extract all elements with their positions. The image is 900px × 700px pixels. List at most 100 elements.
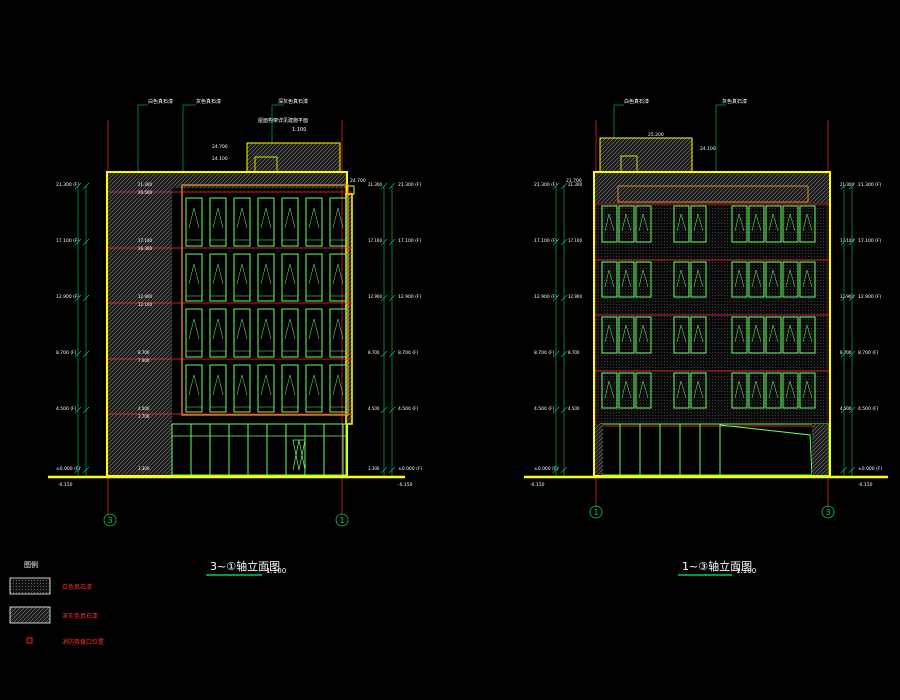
left-axis-bubble-3	[103, 513, 117, 527]
window-opening-mark	[638, 380, 649, 399]
dimension-tick	[388, 350, 396, 358]
level-label-left: 17.100 (F)	[534, 238, 558, 244]
right-ground-level-right: -0.150	[858, 482, 873, 488]
level-label-inner-right: 17.100	[368, 238, 382, 243]
dimension-tick	[552, 294, 560, 302]
level-label-left: 12.900 (F)	[56, 294, 80, 300]
left-roof-top-level: 24.700	[212, 144, 228, 150]
window-opening-mark	[604, 324, 615, 343]
curtain-wall-panel	[281, 253, 299, 302]
level-label-inner-right: 12.900	[368, 294, 382, 299]
left-storefront	[171, 423, 347, 476]
curtain-wall-panel	[209, 364, 227, 413]
dimension-tick	[74, 350, 82, 358]
right-roof-structure	[599, 137, 693, 173]
window-opening-mark	[260, 374, 272, 396]
dimension-tick	[560, 294, 568, 302]
dimension-tick	[552, 466, 560, 474]
dimension-tick	[848, 182, 856, 190]
dimension-tick	[840, 350, 848, 358]
window-panel	[765, 261, 782, 298]
level-label-left: 4.500 (F)	[534, 406, 555, 412]
curtain-wall-panel	[209, 197, 227, 247]
window-panel	[690, 316, 707, 354]
left-roof-note-sub: 1:100	[292, 127, 306, 133]
level-label-left: 8.700 (F)	[56, 350, 77, 356]
curtain-wall-panel	[329, 253, 347, 302]
left-top-label-1: 白色真石漆	[148, 98, 173, 105]
window-opening-mark	[308, 207, 320, 229]
window-panel	[748, 372, 765, 409]
right-roof-top-level: 25.200	[648, 132, 664, 138]
window-opening-mark	[676, 324, 687, 343]
curtain-wall-panel	[233, 308, 251, 358]
level-label-inner-right: 21.300	[840, 182, 854, 187]
right-axis-label-end: 3	[825, 508, 830, 517]
window-opening-mark	[751, 213, 762, 232]
dimension-tick	[74, 238, 82, 246]
dimension-tick	[74, 406, 82, 414]
right-axis-bubble-1	[589, 505, 603, 519]
window-panel	[601, 316, 618, 354]
level-label-right: 8.700 (F)	[858, 350, 879, 356]
curtain-wall-panel	[281, 364, 299, 413]
level-label-right: ±0.000 (F)	[398, 466, 422, 472]
dimension-tick	[388, 238, 396, 246]
window-panel	[782, 372, 799, 409]
window-panel	[673, 372, 690, 409]
level-label-inner-right: 8.700	[368, 350, 380, 355]
level-label-inner: 4.500	[568, 406, 580, 411]
level-label-inner-right: 4.500	[840, 406, 852, 411]
window-opening-mark	[284, 207, 296, 229]
right-top-label-1: 白色真石漆	[624, 98, 649, 105]
right-facade-hatch	[595, 203, 829, 423]
level-label-right: 21.300 (F)	[858, 182, 882, 188]
window-panel	[765, 316, 782, 354]
level-label-right: 17.100 (F)	[858, 238, 882, 244]
level-label-right: 8.700 (F)	[398, 350, 419, 356]
window-opening-mark	[693, 324, 704, 343]
left-dim-lines	[74, 182, 396, 476]
curtain-wall-panel	[305, 364, 323, 413]
left-roof-mid-level: 24.100	[212, 156, 228, 162]
curtain-wall-panel	[257, 364, 275, 413]
dimension-tick	[82, 294, 90, 302]
dimension-tick	[560, 350, 568, 358]
dimension-tick	[840, 466, 848, 474]
left-axis-label-start: 3	[107, 516, 112, 525]
window-opening-mark	[284, 318, 296, 340]
dimension-tick	[552, 406, 560, 414]
window-opening-mark	[802, 269, 813, 288]
curtain-wall-panel	[281, 308, 299, 358]
legend-fire-rescue-icon	[26, 637, 33, 644]
dimension-tick	[848, 350, 856, 358]
window-opening-mark	[236, 263, 248, 285]
left-axis-label-end: 1	[339, 516, 344, 525]
window-opening-mark	[188, 263, 200, 285]
legend-label-1: 白色真石漆	[62, 583, 92, 591]
curtain-wall-panel	[233, 364, 251, 413]
window-panel	[673, 261, 690, 298]
level-label-inner-right: 4.500	[368, 406, 380, 411]
left-roof-note: 屋面构架详见建施平面	[258, 117, 308, 124]
right-window-grid	[601, 205, 816, 409]
right-parapet	[595, 173, 829, 203]
window-opening-mark	[785, 213, 796, 232]
right-axis-label-start: 1	[593, 508, 598, 517]
window-panel	[782, 205, 799, 243]
dimension-tick	[74, 182, 82, 190]
right-top-level: 21.700	[566, 178, 582, 184]
window-opening-mark	[260, 263, 272, 285]
right-parapet-band	[617, 185, 809, 203]
window-panel	[635, 205, 652, 243]
level-label-inner: 21.300	[138, 182, 152, 187]
level-label-left: 4.500 (F)	[56, 406, 77, 412]
dimension-tick	[552, 350, 560, 358]
window-opening-mark	[332, 374, 344, 396]
curtain-wall-panel	[185, 308, 203, 358]
window-opening-mark	[308, 318, 320, 340]
window-panel	[799, 316, 816, 354]
window-panel	[601, 372, 618, 409]
window-opening-mark	[604, 269, 615, 288]
